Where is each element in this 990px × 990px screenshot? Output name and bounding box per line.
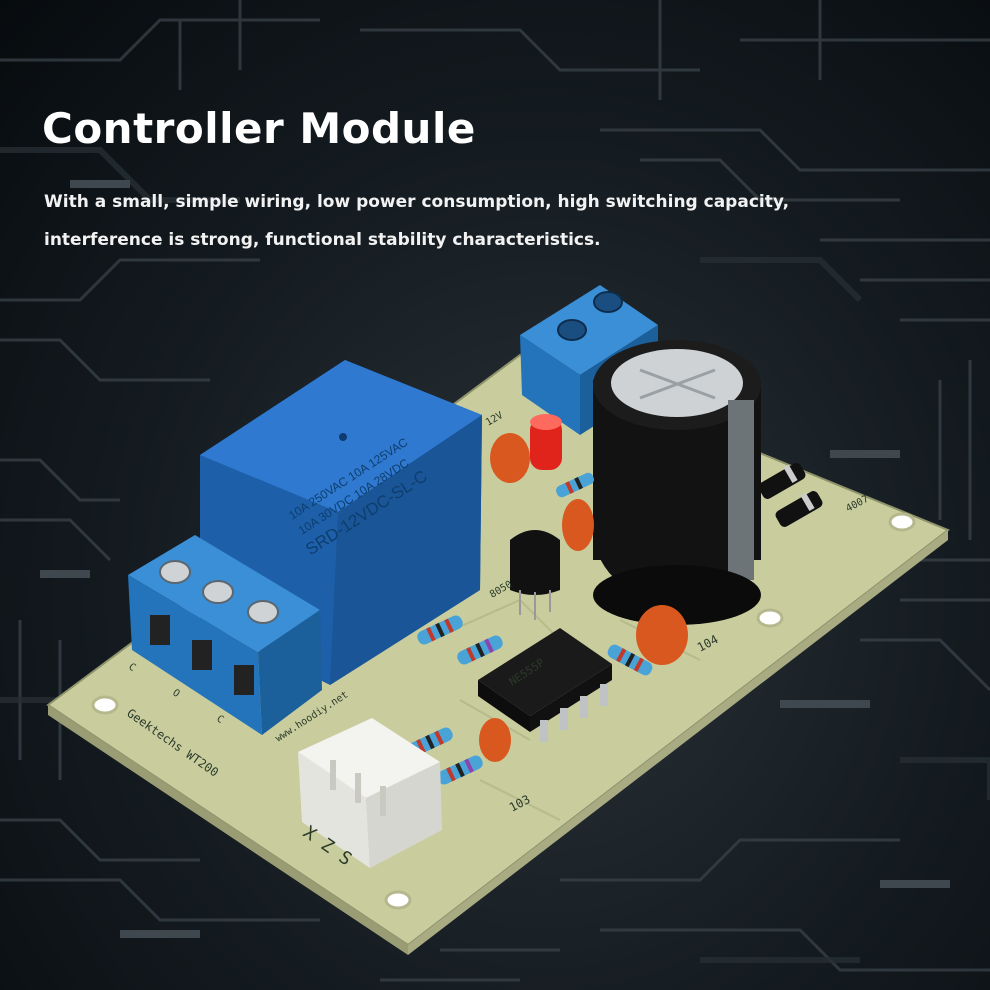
ceramic-capacitors [479,433,688,762]
transistor [510,530,560,620]
resistors [407,472,653,785]
red-led [530,414,562,470]
page-title: Controller Module [42,104,476,153]
jst-connector [298,718,442,868]
electrolytic-capacitor [593,340,761,625]
diodes [758,463,823,527]
terminal-block-3pin [128,535,322,735]
description-line-1: With a small, simple wiring, low power c… [44,192,790,212]
ic-chip: NE555P [478,628,612,742]
description-line-2: interference is strong, functional stabi… [44,230,601,250]
mounting-holes [91,512,916,910]
terminal-label-3: C [214,713,225,725]
terminal-label-2: O [170,687,181,699]
terminal-label-1: C [126,661,137,673]
